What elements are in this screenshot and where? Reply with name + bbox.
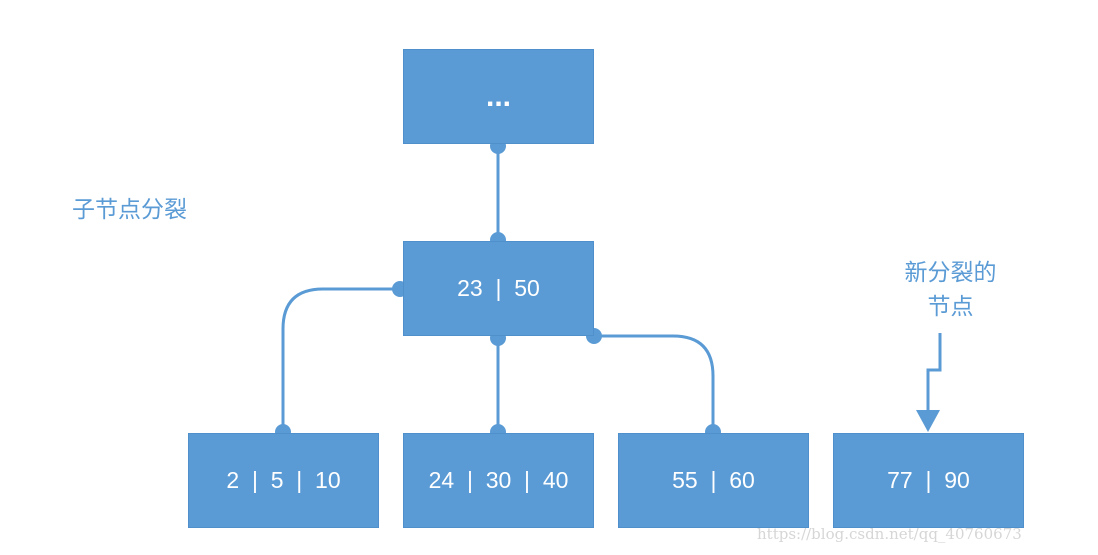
connector-middle-child3: [594, 334, 715, 433]
node-root: ...: [403, 49, 594, 144]
new-node-label: 新分裂的 节点: [888, 256, 1013, 324]
connector-middle-child1: [281, 287, 400, 433]
node-child-1: 2 | 5 | 10: [188, 433, 379, 528]
new-node-label-line1: 新分裂的: [904, 260, 997, 286]
node-child-2: 24 | 30 | 40: [403, 433, 594, 528]
new-node-arrowhead: [916, 410, 940, 432]
node-middle: 23 | 50: [403, 241, 594, 336]
new-node-arrow-shaft: [926, 333, 942, 412]
node-child-3: 55 | 60: [618, 433, 809, 528]
diagram-title: 子节点分裂: [72, 197, 187, 223]
node-new-split: 77 | 90: [833, 433, 1024, 528]
new-node-label-line2: 节点: [927, 294, 974, 320]
watermark: https://blog.csdn.net/qq_40760673: [757, 525, 1022, 543]
